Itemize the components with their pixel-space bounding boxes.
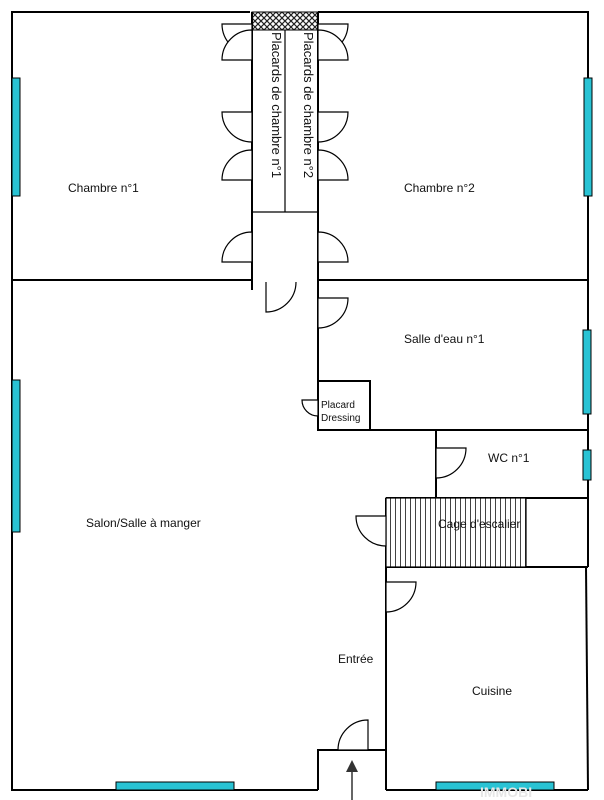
label-placard: Placard xyxy=(321,400,355,411)
label-chambre-2: Chambre n°2 xyxy=(404,181,475,195)
label-cage-escalier: Cage d'escalier xyxy=(438,517,520,531)
label-wc: WC n°1 xyxy=(488,451,530,465)
label-entree: Entrée xyxy=(338,652,374,666)
label-chambre-1: Chambre n°1 xyxy=(68,181,139,195)
label-salle-eau: Salle d'eau n°1 xyxy=(404,332,485,346)
entrance-arrow-icon xyxy=(346,760,358,800)
watermark: IMMOBI xyxy=(480,784,532,800)
windows xyxy=(11,77,593,791)
label-salon: Salon/Salle à manger xyxy=(86,516,201,530)
label-placards-chambre-2: Placards de chambre n°2 xyxy=(301,32,316,178)
label-placards-chambre-1: Placards de chambre n°1 xyxy=(269,32,284,178)
label-dressing: Dressing xyxy=(321,413,360,424)
outer-walls xyxy=(11,11,589,791)
interior-walls xyxy=(12,279,588,750)
label-cuisine: Cuisine xyxy=(472,684,512,698)
doors xyxy=(221,23,467,751)
